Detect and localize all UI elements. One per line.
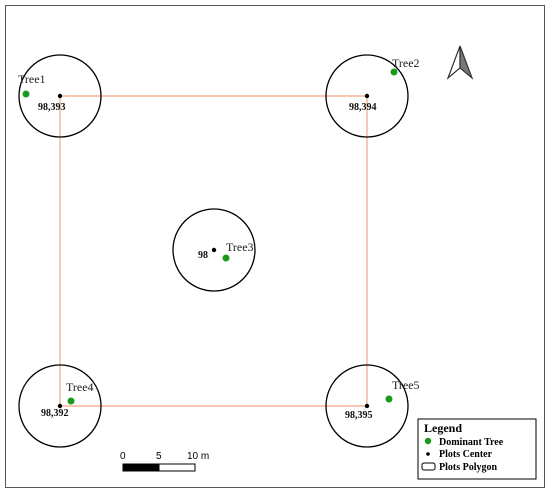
- tree-label-2: Tree2: [392, 56, 420, 70]
- plot-circle-98-393: [18, 54, 102, 138]
- black-dot-icon: [426, 452, 430, 456]
- plot-label-98-395: 98,395: [345, 410, 373, 421]
- tree-label-1: Tree1: [18, 72, 46, 86]
- plot-label-98-394: 98,394: [349, 102, 377, 113]
- tree-label-5: Tree5: [392, 378, 420, 392]
- plot-label-98-393: 98,393: [38, 102, 66, 113]
- tree-label-3: Tree3: [226, 240, 254, 254]
- plot-center-98-394: [364, 93, 370, 99]
- map-frame: [5, 5, 545, 488]
- scale-bar-segment-2: [158, 463, 196, 472]
- scale-bar: 0 5 10 m: [120, 451, 209, 472]
- tree-marker-4: [67, 397, 75, 405]
- rectangle-outline-icon: [421, 462, 436, 471]
- tree-marker-5: [385, 395, 393, 403]
- plot-label-98-392: 98,392: [41, 408, 69, 419]
- legend-title: Legend: [424, 421, 462, 435]
- plot-circle-98-394: [325, 54, 409, 138]
- plot-center-98-395: [364, 403, 370, 409]
- plot-center-98-392: [57, 403, 63, 409]
- plot-circle-98-395: [325, 364, 409, 448]
- green-dot-icon: [424, 437, 432, 445]
- scale-label-0: 0: [120, 451, 126, 462]
- tree-marker-1: [22, 90, 30, 98]
- scale-bar-segment-1: [122, 463, 160, 472]
- legend-item-dominant-tree: Dominant Tree: [439, 437, 504, 448]
- plot-circle-98: [172, 208, 256, 292]
- tree-label-4: Tree4: [66, 380, 94, 394]
- tree-marker-2: [390, 68, 398, 76]
- legend-item-plots-polygon: Plots Polygon: [439, 462, 497, 473]
- plot-label-98: 98: [198, 250, 208, 261]
- scale-label-5: 5: [156, 451, 162, 462]
- legend-box: [417, 418, 537, 480]
- plot-circle-98-392: [18, 364, 102, 448]
- plot-center-98-393: [57, 93, 63, 99]
- legend: Legend Dominant Tree Plots Center Plots …: [417, 418, 537, 480]
- north-arrow-icon: [446, 45, 474, 80]
- legend-item-plots-center: Plots Center: [439, 449, 493, 460]
- tree-marker-3: [222, 254, 230, 262]
- scale-label-10: 10 m: [187, 451, 209, 462]
- plot-center-98: [211, 247, 217, 253]
